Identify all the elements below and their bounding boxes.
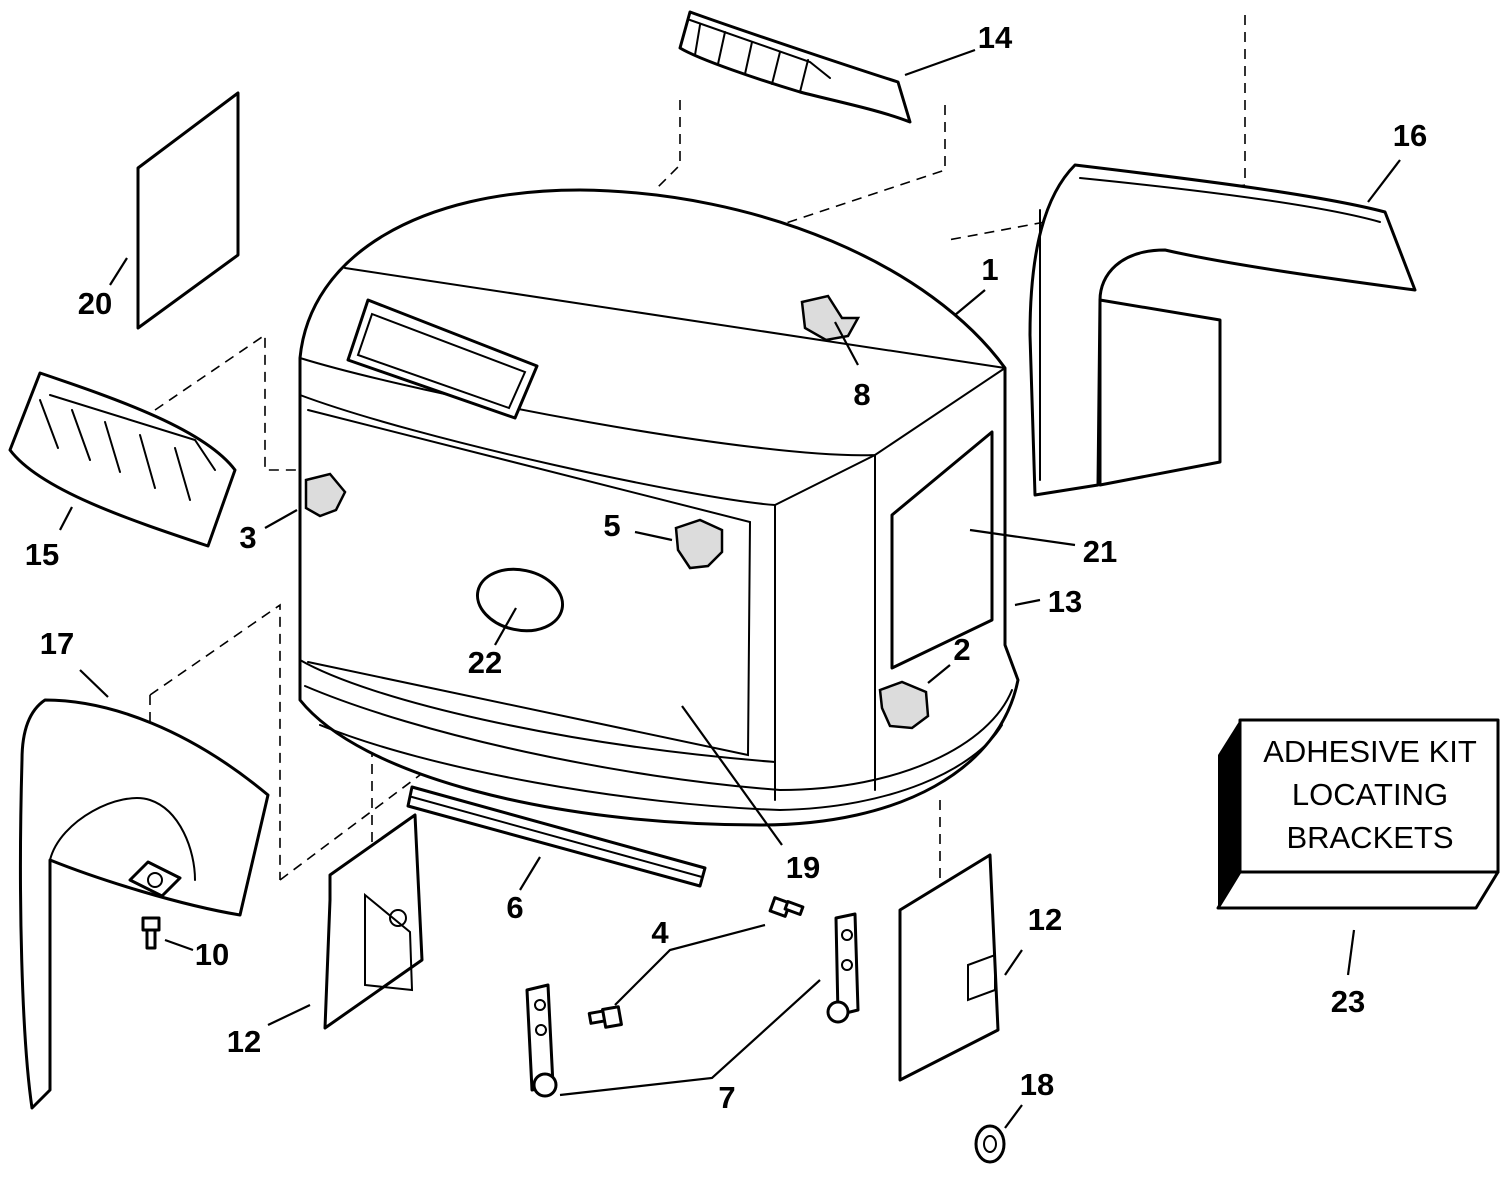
- engine-cowl: [298, 188, 1020, 827]
- callout-2: 2: [953, 632, 970, 667]
- callout-17: 17: [40, 626, 74, 661]
- adhesive-kit-box: ADHESIVE KIT LOCATING BRACKETS: [1216, 718, 1500, 910]
- callout-8: 8: [853, 377, 870, 412]
- decal-sheet-20: [136, 91, 240, 330]
- callout-13: 13: [1048, 584, 1082, 619]
- decal-22: [475, 567, 565, 633]
- callout-4: 4: [651, 915, 669, 950]
- grommet-18: [974, 1124, 1006, 1164]
- callout-12-left: 12: [227, 1024, 261, 1059]
- kit-label-line3: BRACKETS: [1286, 820, 1453, 855]
- callout-7: 7: [718, 1080, 735, 1115]
- latch-left: [525, 983, 558, 1098]
- callout-3: 3: [239, 520, 256, 555]
- leader-lines: [59, 48, 1401, 1129]
- side-vent-grille: [8, 371, 237, 548]
- bracket-plate-left: [323, 813, 424, 1030]
- decal-21: [890, 430, 994, 670]
- latch-right: [826, 912, 860, 1024]
- rear-cowl-cover: [1028, 163, 1417, 497]
- callout-21: 21: [1083, 534, 1117, 569]
- adhesive-pad-3: [304, 472, 347, 518]
- screw-4-top: [768, 896, 805, 918]
- callout-5: 5: [603, 508, 620, 543]
- callout-19: 19: [786, 850, 820, 885]
- screw-10: [141, 916, 161, 950]
- adhesive-pad-8: [800, 294, 861, 342]
- callout-15: 15: [25, 537, 59, 572]
- screw-4-bottom: [587, 1005, 623, 1029]
- adhesive-pad-5: [674, 518, 724, 570]
- callout-23: 23: [1331, 984, 1365, 1019]
- callout-10: 10: [195, 937, 229, 972]
- bracket-plate-right: [898, 853, 1000, 1082]
- kit-label-line2: LOCATING: [1292, 777, 1448, 812]
- top-air-vent: [678, 10, 912, 124]
- callout-16: 16: [1393, 118, 1427, 153]
- callout-labels: 1 2 3 4 5 6 7 8 10 12 12 13 14 15 16 17 …: [25, 20, 1427, 1115]
- callout-18: 18: [1020, 1067, 1054, 1102]
- callout-20: 20: [78, 286, 112, 321]
- seal-strip: [406, 785, 707, 888]
- callout-1: 1: [981, 252, 998, 287]
- callout-14: 14: [978, 20, 1013, 55]
- callout-22: 22: [468, 645, 502, 680]
- callout-6: 6: [506, 890, 523, 925]
- adhesive-pad-2: [878, 680, 930, 730]
- callout-12-right: 12: [1028, 902, 1062, 937]
- lower-side-cover: [18, 698, 270, 1110]
- kit-label-line1: ADHESIVE KIT: [1263, 734, 1477, 769]
